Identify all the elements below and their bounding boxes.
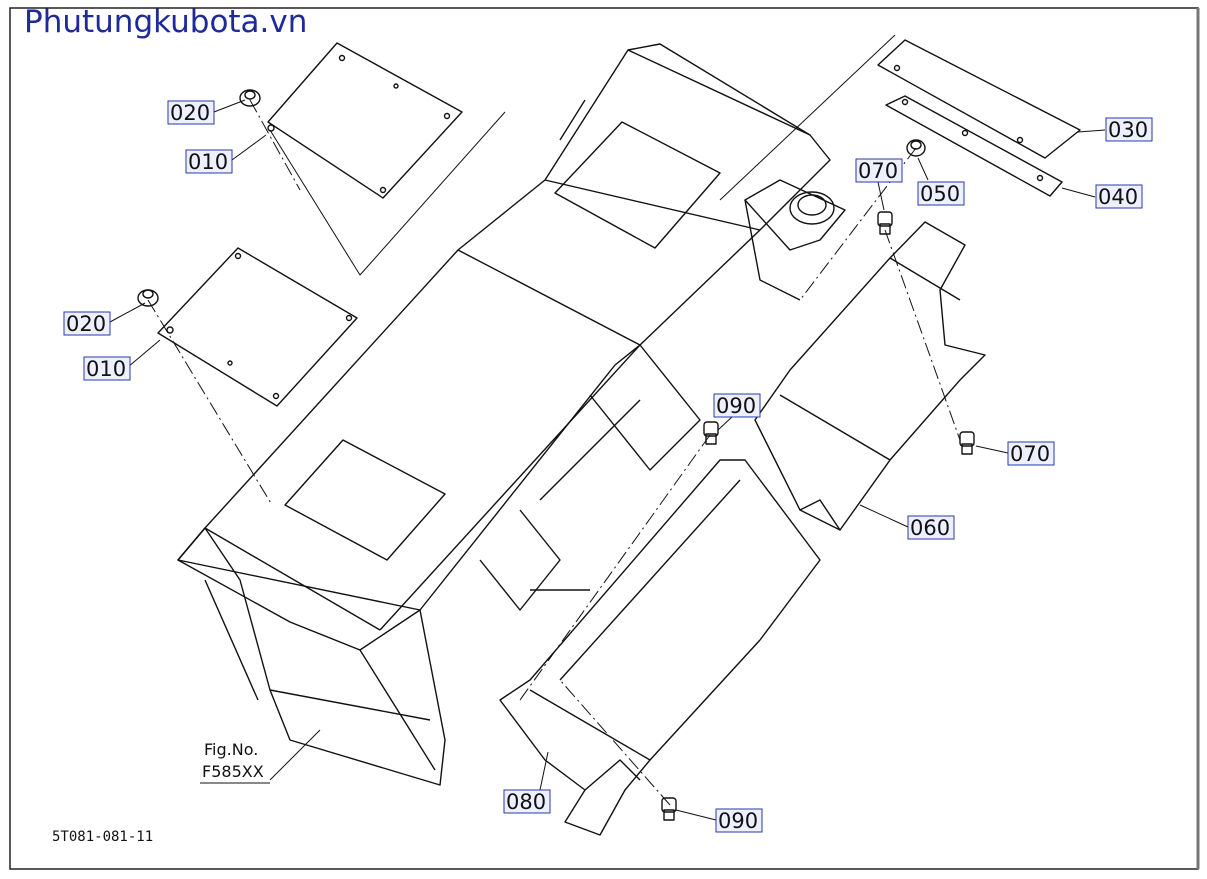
bolt-070-lower: [959, 431, 975, 455]
bolt-070-upper: [877, 211, 893, 235]
svg-text:050: 050: [920, 182, 960, 206]
cover-plate-lower: [157, 247, 358, 407]
svg-text:010: 010: [188, 150, 228, 174]
svg-text:080: 080: [506, 790, 546, 814]
plate-040: [885, 95, 1063, 197]
nut-upper: [239, 89, 261, 107]
svg-text:070: 070: [1010, 442, 1050, 466]
label-030[interactable]: 030: [1105, 117, 1153, 142]
label-040[interactable]: 040: [1095, 184, 1143, 209]
main-housing: [177, 43, 846, 786]
site-watermark: Phutungkubota.vn: [24, 4, 308, 40]
bolt-090-lower: [661, 797, 677, 821]
svg-text:020: 020: [66, 312, 106, 336]
label-010-upper[interactable]: 010: [185, 149, 233, 174]
svg-text:010: 010: [86, 357, 126, 381]
fig-ref-line1: Fig.No.: [204, 740, 259, 759]
cover-plate-upper: [267, 42, 463, 199]
label-090-lower[interactable]: 090: [715, 808, 763, 833]
svg-text:030: 030: [1108, 118, 1148, 142]
fig-ref-line2: F585XX: [202, 762, 264, 781]
label-010-lower[interactable]: 010: [83, 356, 131, 381]
side-cover-080: [499, 459, 821, 836]
label-070-lower[interactable]: 070: [1007, 441, 1055, 466]
svg-text:040: 040: [1098, 185, 1138, 209]
label-070-upper[interactable]: 070: [855, 158, 903, 183]
label-080[interactable]: 080: [503, 789, 551, 814]
label-060[interactable]: 060: [907, 515, 955, 540]
label-050[interactable]: 050: [917, 181, 965, 206]
svg-text:090: 090: [718, 809, 758, 833]
side-cover-060: [754, 221, 986, 531]
plate-030: [877, 39, 1081, 159]
label-020-upper[interactable]: 020: [167, 100, 215, 125]
drawing-code: 5T081-081-11: [52, 829, 154, 845]
nut-050: [906, 139, 926, 157]
svg-text:070: 070: [858, 159, 898, 183]
svg-text:090: 090: [716, 394, 756, 418]
label-090-upper[interactable]: 090: [713, 393, 761, 418]
nut-lower: [137, 289, 159, 307]
svg-text:060: 060: [910, 516, 950, 540]
bolt-090-upper: [703, 421, 719, 445]
svg-text:020: 020: [170, 101, 210, 125]
label-020-lower[interactable]: 020: [63, 311, 111, 336]
